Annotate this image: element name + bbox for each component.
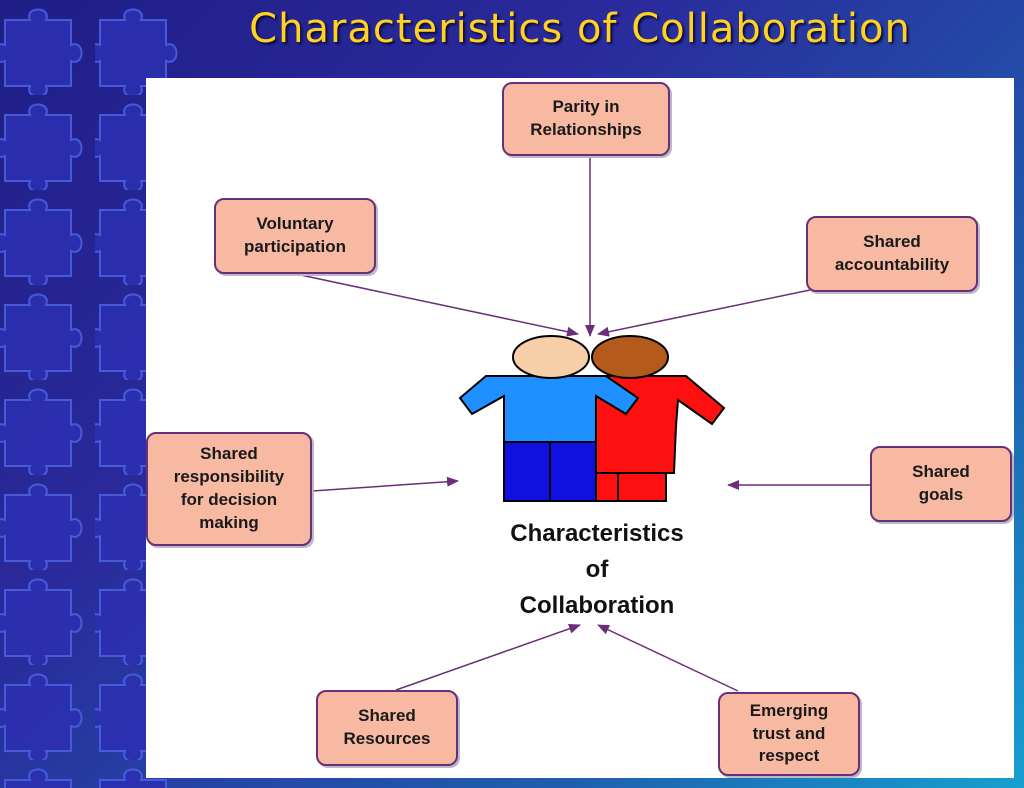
node-trust: Emerging trust and respect — [718, 692, 860, 776]
diagram-panel: Parity in Relationships Voluntary partic… — [146, 78, 1014, 778]
slide-title: Characteristics of Collaboration — [249, 6, 911, 52]
figure-left-icon — [458, 335, 640, 502]
arrow-accountability — [597, 289, 811, 337]
arrow-resources — [395, 623, 581, 691]
center-label: Characteristics of Collaboration — [510, 520, 684, 619]
node-parity: Parity in Relationships — [502, 82, 670, 156]
arrow-responsibility — [311, 476, 459, 492]
node-accountability: Shared accountability — [806, 216, 978, 292]
node-goals: Shared goals — [870, 446, 1012, 522]
node-responsibility: Shared responsibility for decision makin… — [146, 432, 312, 546]
arrow-trust — [597, 624, 739, 692]
figure-right-icon — [591, 335, 726, 502]
node-voluntary: Voluntary participation — [214, 198, 376, 274]
node-resources: Shared Resources — [316, 690, 458, 766]
arrow-voluntary — [295, 273, 579, 337]
connector-arrows — [295, 156, 870, 692]
